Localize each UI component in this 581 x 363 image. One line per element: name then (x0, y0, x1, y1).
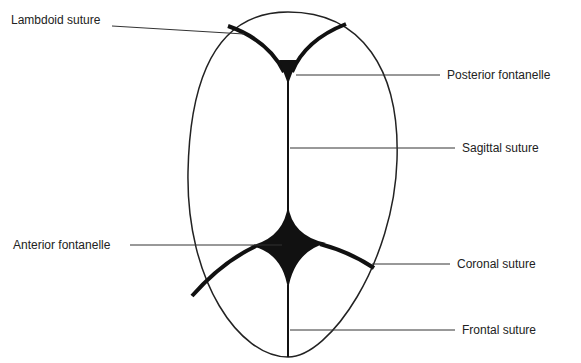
structure-label: Posterior fontanelle (446, 68, 551, 82)
structure-label: Lambdoid suture (10, 13, 101, 27)
leader-line (112, 26, 244, 34)
anterior-fontanelle (250, 205, 326, 290)
coronal-suture-left (192, 246, 256, 296)
structure-label: Anterior fontanelle (12, 238, 111, 252)
leader-line (372, 264, 450, 265)
structure-label: Coronal suture (456, 257, 537, 271)
frontal-suture (287, 285, 289, 357)
structure-label: Frontal suture (461, 323, 537, 337)
leader-line (130, 245, 282, 246)
leader-line (290, 330, 455, 331)
leader-line (290, 148, 455, 149)
lambdoid-suture-left (228, 26, 284, 72)
sagittal-suture (287, 80, 289, 212)
leader-line (296, 75, 440, 76)
skull-outline (188, 12, 397, 357)
lambdoid-suture-right (292, 24, 346, 72)
structure-label: Sagittal suture (461, 141, 540, 155)
coronal-suture-right (320, 244, 374, 268)
